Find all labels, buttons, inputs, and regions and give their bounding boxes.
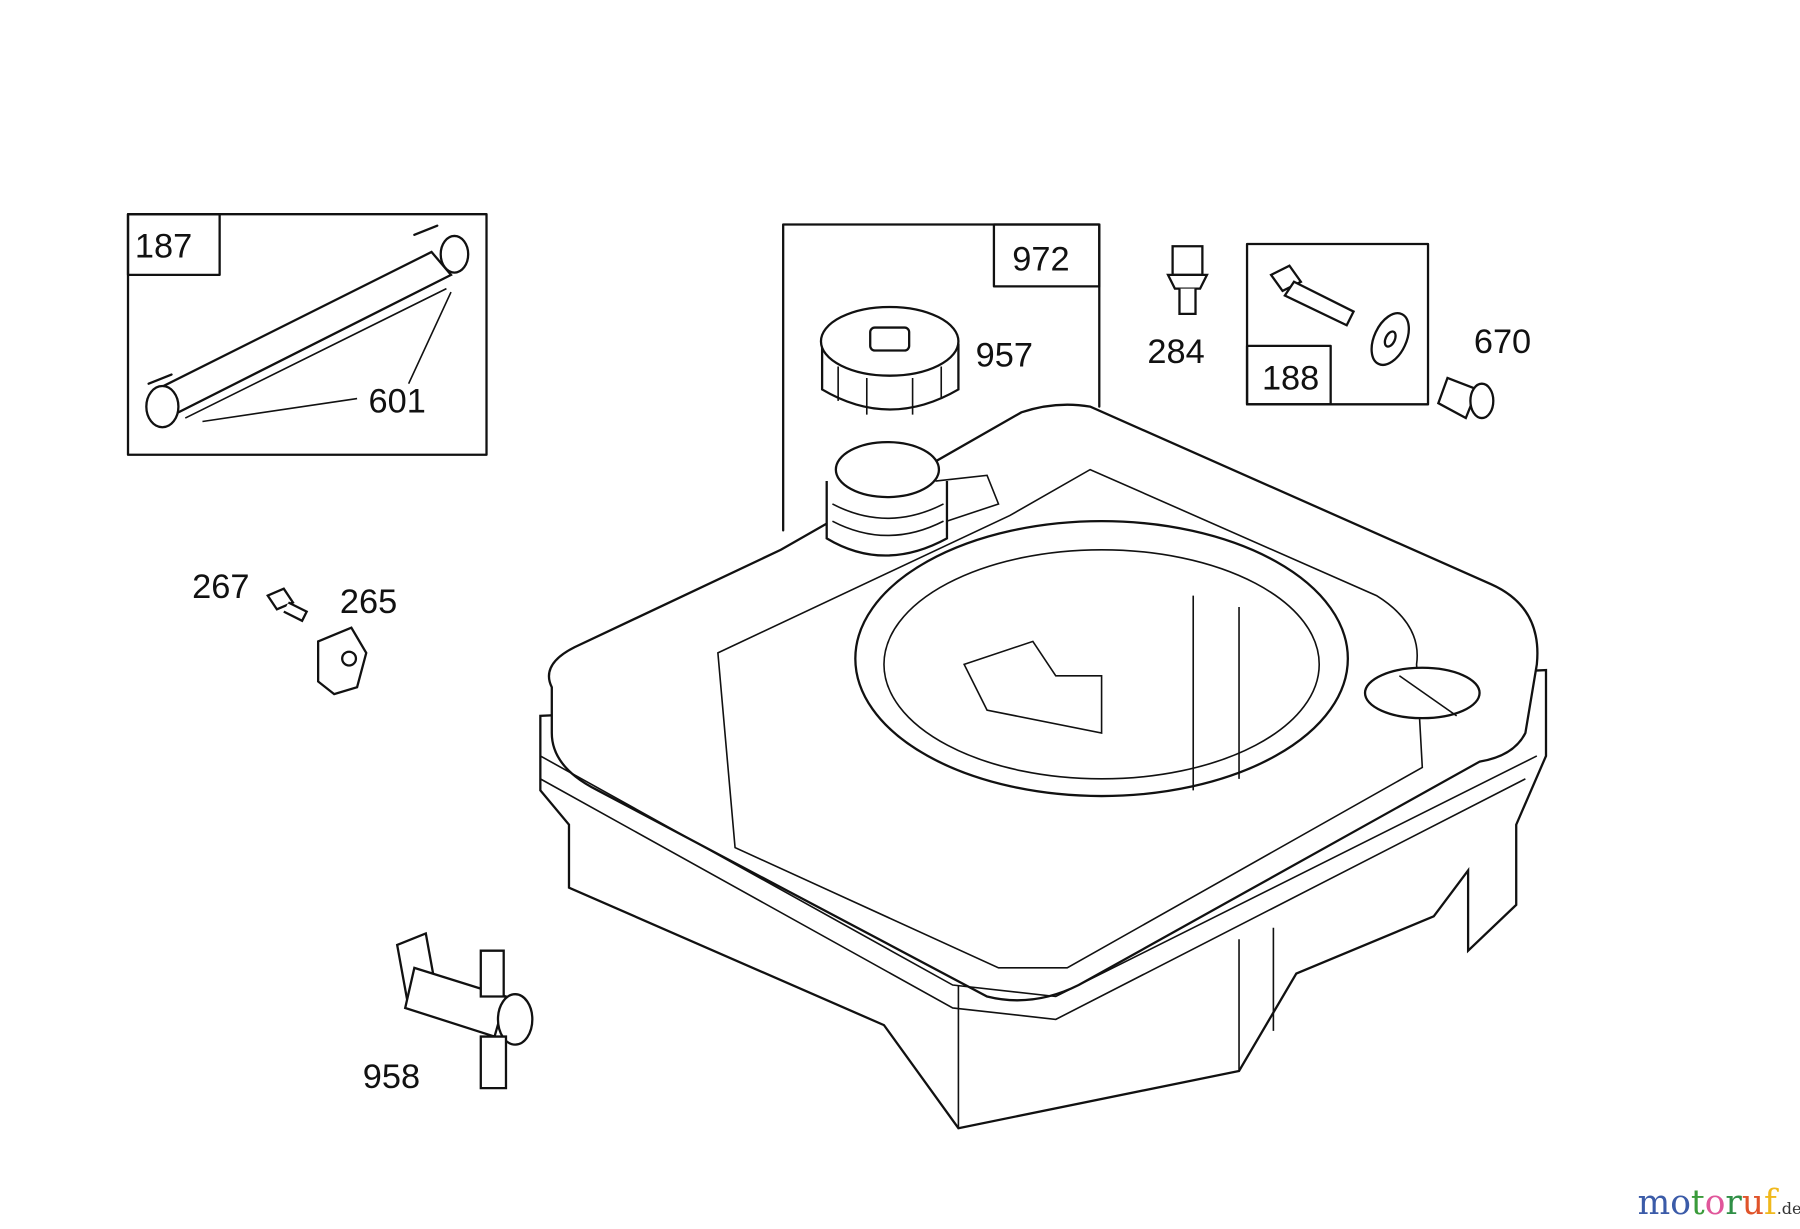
shoulder-bolt-icon — [1269, 264, 1356, 327]
callout-958: 958 — [363, 1058, 420, 1096]
fuel-cap-icon — [819, 305, 960, 415]
callout-601: 601 — [369, 382, 426, 420]
callout-972: 972 — [1012, 240, 1069, 278]
bolt-kit-box: 188 — [1245, 242, 1430, 406]
screw-267-icon — [266, 587, 309, 623]
callout-957: 957 — [976, 337, 1033, 375]
cap-kit-box: 972 957 — [782, 223, 1101, 532]
svg-text:motoruf.de: motoruf.de — [1638, 1183, 1800, 1223]
callout-265: 265 — [340, 583, 397, 621]
washer-icon — [1370, 312, 1410, 366]
fuel-hose-icon — [145, 224, 470, 429]
clip-265-icon — [316, 626, 368, 696]
callout-284: 284 — [1147, 333, 1204, 371]
callout-187: 187 — [135, 228, 192, 266]
bushing-icon — [1436, 376, 1495, 420]
callout-267: 267 — [192, 568, 249, 606]
callout-188: 188 — [1262, 359, 1319, 397]
hose-kit-box: 187 601 — [126, 213, 488, 456]
screw-284-icon — [1166, 245, 1209, 315]
motoruf-watermark-logo: motoruf.de — [1638, 1183, 1800, 1223]
callout-670: 670 — [1474, 323, 1531, 361]
fuel-valve-icon — [395, 931, 534, 1090]
fuel-tank-icon — [539, 403, 1548, 1130]
